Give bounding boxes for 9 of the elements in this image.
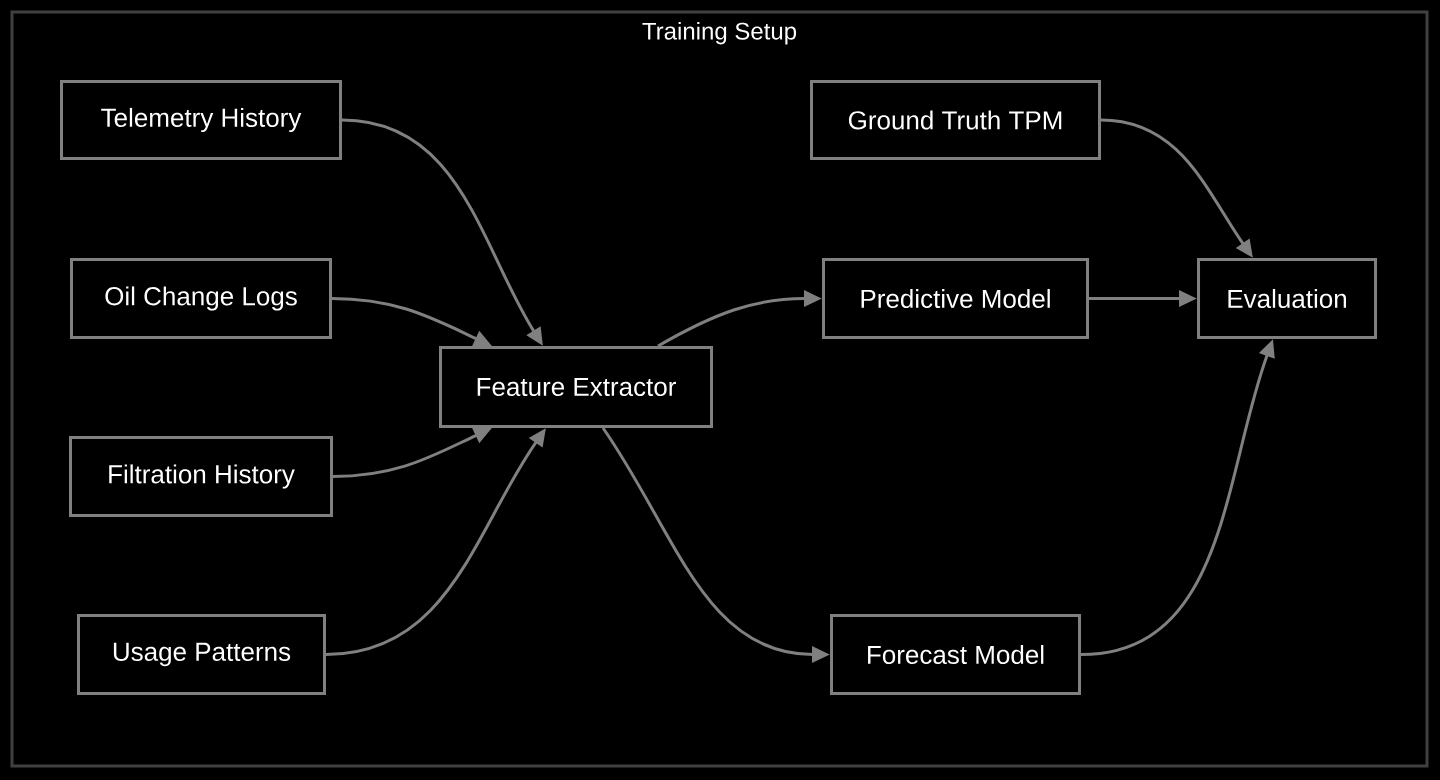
process-box: Ground Truth TPM xyxy=(810,80,1101,160)
process-box: Telemetry History xyxy=(60,80,342,160)
process-box: Evaluation xyxy=(1197,258,1377,339)
process-box: Oil Change Logs xyxy=(70,258,332,339)
process-box: Forecast Model xyxy=(830,614,1081,695)
process-box: Predictive Model xyxy=(822,258,1089,339)
process-box: Filtration History xyxy=(69,436,333,517)
process-box: Usage Patterns xyxy=(77,614,326,695)
process-box: Feature Extractor xyxy=(439,346,713,428)
